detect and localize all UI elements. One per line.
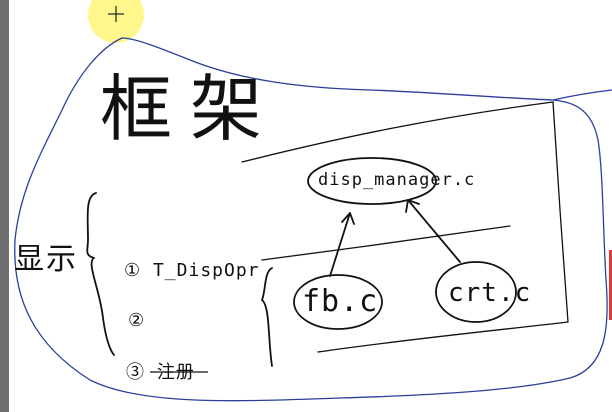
arrow-fb-to-manager bbox=[329, 212, 351, 277]
page-title: 框架 bbox=[100, 67, 281, 151]
module-crt: crt.c bbox=[448, 278, 532, 308]
fb-bubble bbox=[293, 274, 383, 330]
left-label-display: 显示 bbox=[14, 242, 78, 277]
manager-bubble bbox=[307, 157, 437, 205]
arrow-crt-head bbox=[405, 199, 420, 213]
small-brace bbox=[261, 267, 273, 367]
item-3: ③ 注册 bbox=[126, 362, 195, 383]
arrow-crt-to-manager bbox=[407, 199, 461, 263]
frame-bottom-line bbox=[317, 321, 569, 353]
module-manager: disp_manager.c bbox=[318, 170, 476, 190]
frame-middle-line bbox=[261, 225, 511, 261]
left-brace bbox=[86, 192, 115, 356]
item-2: ② bbox=[128, 310, 146, 331]
frame-top-line bbox=[241, 101, 554, 163]
left-scroll-edge bbox=[0, 0, 9, 412]
crt-bubble bbox=[435, 261, 517, 323]
crosshair-cursor-icon bbox=[108, 6, 124, 22]
blue-outline bbox=[14, 37, 608, 402]
right-edge-marker bbox=[609, 250, 612, 320]
item-1: ① T_DispOpr bbox=[124, 260, 260, 281]
module-fb: fb.c bbox=[302, 284, 379, 319]
blue-outline-tail bbox=[552, 89, 612, 101]
frame-right-vertical bbox=[552, 101, 569, 323]
arrow-fb-head bbox=[341, 212, 355, 225]
